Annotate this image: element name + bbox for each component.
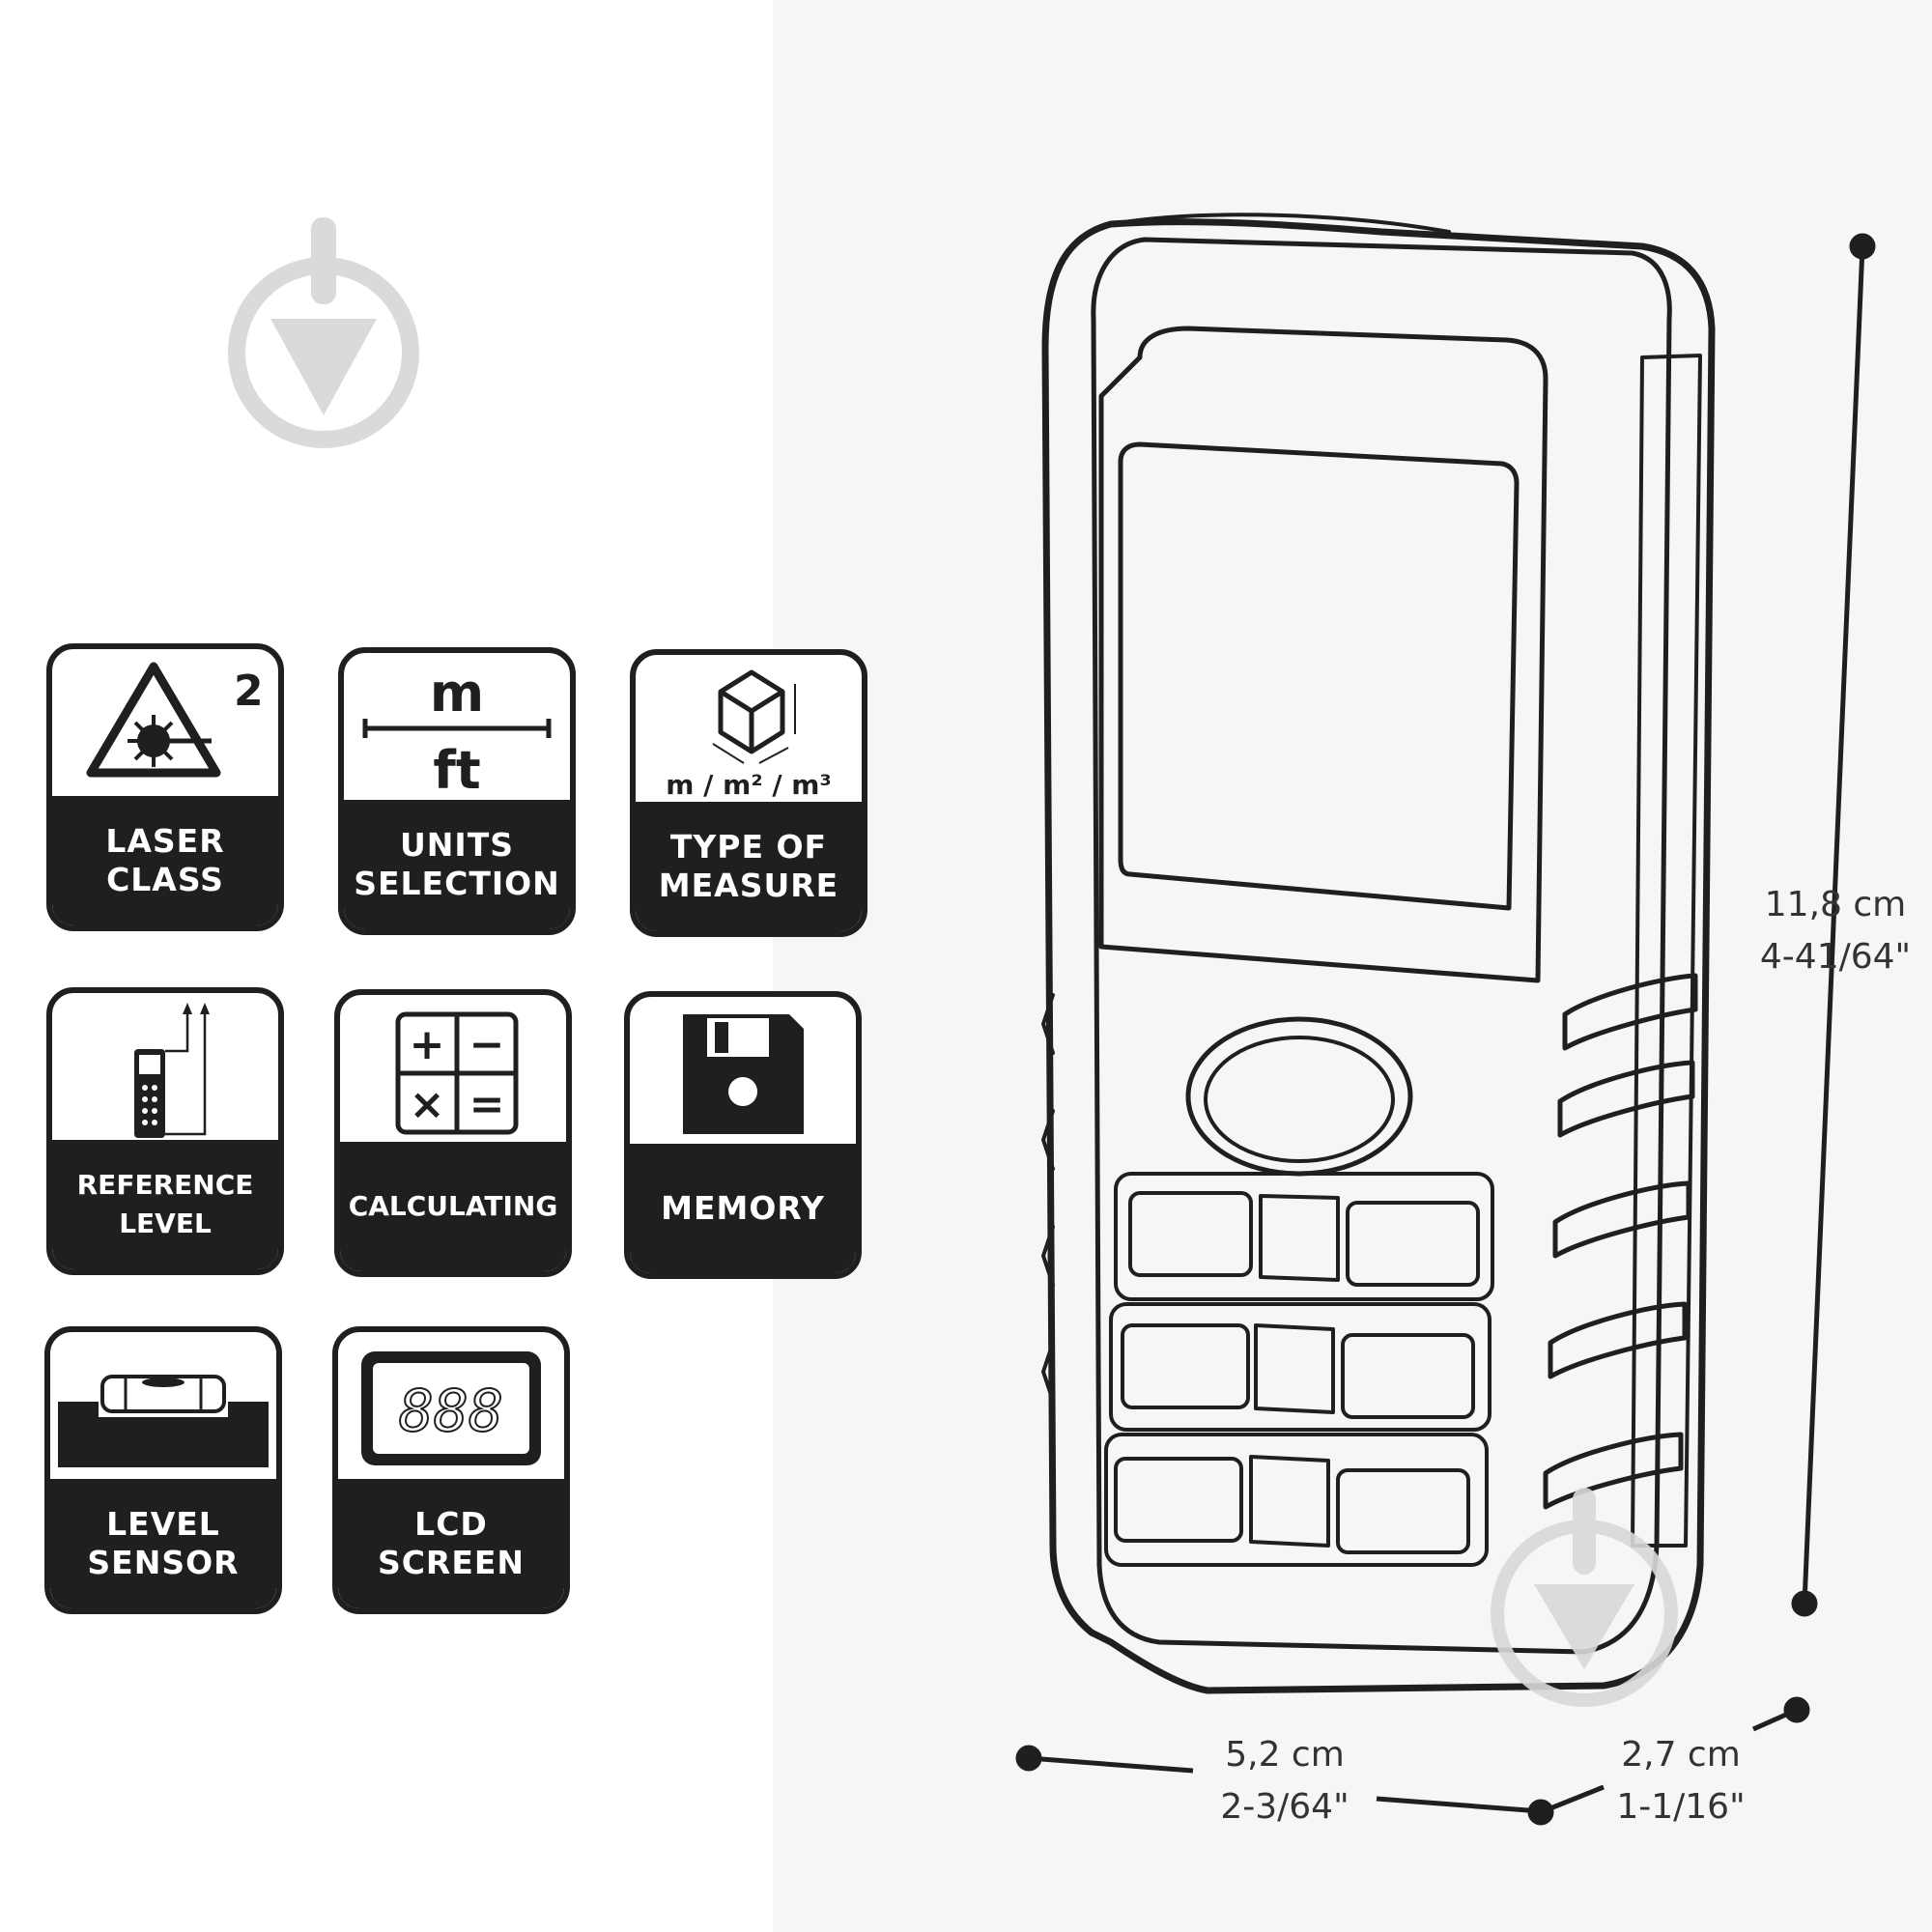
units-selection-card: m ft UNITS SELECTION xyxy=(338,647,576,935)
units-selection-band: UNITS SELECTION xyxy=(344,800,570,929)
laser-class-band: LASER CLASS xyxy=(52,796,278,925)
spirit-level-icon xyxy=(58,1375,269,1467)
lcd-digits: 888 xyxy=(399,1378,503,1445)
reference-level-card: REFERENCE LEVEL xyxy=(46,987,284,1275)
side-grip-ridges xyxy=(1543,973,1698,1510)
keypad-row-1 xyxy=(1114,1172,1494,1301)
lcd-screen-card: 888 LCD SCREEN xyxy=(332,1326,570,1614)
reference-level-band: REFERENCE LEVEL xyxy=(52,1140,278,1269)
reference-level-label: REFERENCE LEVEL xyxy=(76,1169,254,1239)
left-side-bumps xyxy=(1041,993,1055,1403)
device-front-face xyxy=(1091,237,1672,1655)
depth-dimension-label: 2,7 cm 1-1/16" xyxy=(1616,1735,1746,1827)
laser-class-card: 2 LASER CLASS xyxy=(46,643,284,931)
laser-class-label: LASER CLASS xyxy=(105,822,225,898)
units-selection-label: UNITS SELECTION xyxy=(354,826,560,902)
width-dimension-endpoint xyxy=(1015,1745,1042,1772)
minus-operator: − xyxy=(469,1020,505,1069)
lcd-screen-window xyxy=(1118,441,1520,911)
side-panel xyxy=(1631,354,1702,1548)
memory-band: MEMORY xyxy=(630,1144,856,1273)
multiply-operator: × xyxy=(410,1080,445,1129)
height-dimension-endpoint xyxy=(1849,233,1876,260)
type-of-measure-band: TYPE OF MEASURE xyxy=(636,802,862,931)
depth-dimension-endpoint xyxy=(1783,1696,1810,1723)
lcd-screen-band: LCD SCREEN xyxy=(338,1479,564,1608)
keypad-row-3 xyxy=(1104,1433,1489,1567)
width-dimension-line xyxy=(1028,1755,1194,1774)
level-sensor-card: LEVEL SENSOR xyxy=(44,1326,282,1614)
screen-frame xyxy=(1098,326,1548,983)
unit-metre-text: m xyxy=(430,663,484,724)
type-of-measure-label: TYPE OF MEASURE xyxy=(658,828,839,904)
lcd-display-icon: 888 xyxy=(361,1351,541,1465)
type-of-measure-card: m / m² / m³ TYPE OF MEASURE xyxy=(630,649,867,937)
calculating-card: + − × = CALCULATING xyxy=(334,989,572,1277)
laser-class-number: 2 xyxy=(234,667,264,716)
level-sensor-band: LEVEL SENSOR xyxy=(50,1479,276,1608)
equals-operator: = xyxy=(469,1080,505,1129)
floppy-disk-icon xyxy=(683,1014,804,1134)
keypad-row-2 xyxy=(1109,1302,1492,1432)
memory-card: MEMORY xyxy=(624,991,862,1279)
measure-units-caption: m / m² / m³ xyxy=(666,769,832,801)
unit-feet-text: ft xyxy=(433,740,480,800)
calculating-label: CALCULATING xyxy=(348,1190,558,1222)
width-dimension-label: 5,2 cm 2-3/64" xyxy=(1220,1735,1350,1827)
laser-warning-icon: 2 xyxy=(86,662,264,778)
calculating-band: CALCULATING xyxy=(340,1142,566,1271)
height-dimension-label: 11,8 cm 4-41/64" xyxy=(1759,885,1912,977)
m-ft-units-icon: m ft xyxy=(362,663,552,800)
memory-label: MEMORY xyxy=(661,1189,825,1227)
lcd-screen-label: LCD SCREEN xyxy=(377,1505,526,1581)
calculator-icon: + − × = xyxy=(395,1011,519,1135)
device-outer-shell xyxy=(1041,218,1716,1694)
height-dimension-line xyxy=(1802,245,1865,1605)
watermark-logo-icon xyxy=(228,217,419,448)
watermark-logo-icon xyxy=(1491,1488,1678,1707)
width-dimension-line xyxy=(1376,1796,1542,1814)
cube-icon: m / m² / m³ xyxy=(666,669,832,801)
device-reference-icon xyxy=(134,1003,210,1138)
height-dimension-endpoint xyxy=(1791,1590,1818,1617)
oval-button xyxy=(1185,1016,1413,1177)
plus-operator: + xyxy=(410,1020,445,1069)
depth-dimension-line xyxy=(1540,1784,1605,1815)
level-sensor-label: LEVEL SENSOR xyxy=(87,1505,240,1581)
